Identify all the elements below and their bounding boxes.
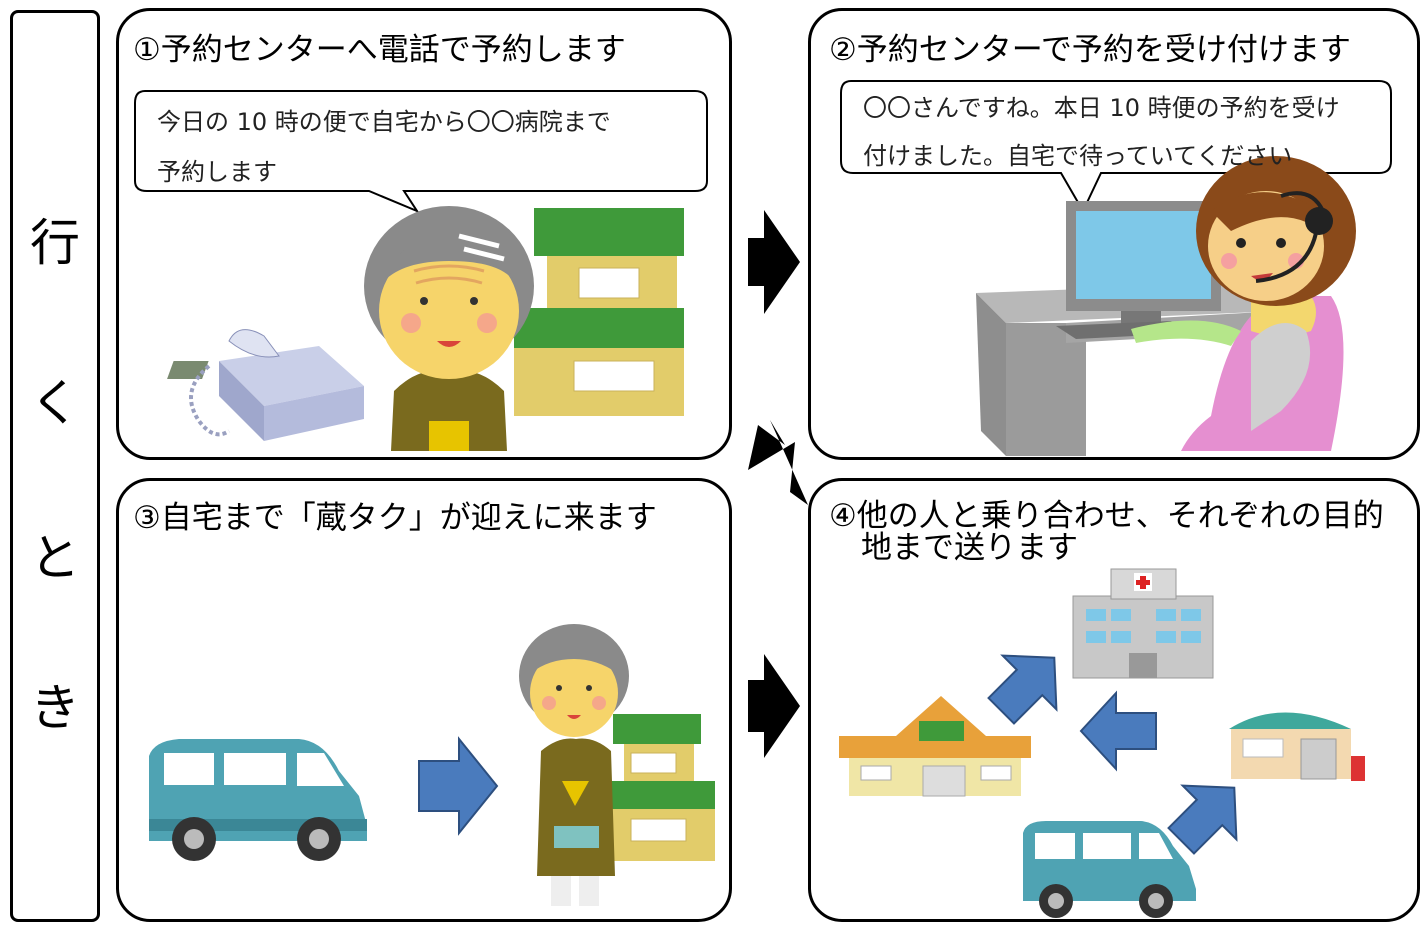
house-icon [597,714,715,861]
arrow-3-to-4-icon [748,654,800,758]
arrow-to-hospital-icon [987,654,1058,725]
computer-icon [1056,201,1221,339]
side-char-1: 行 [30,214,80,272]
panel-1-title: ①予約センターへ電話で予約します [133,32,626,68]
speech-bubble [134,90,708,214]
house-icon [514,208,684,416]
panel-2-illustration [840,80,1392,456]
side-char-4: き [30,679,80,737]
arrow-2-to-3-icon [748,420,808,505]
elderly-woman-icon [519,624,629,906]
panel-step-1: ①予約センターへ電話で予約します [116,8,732,460]
speech-line-2: 予約します [157,158,277,186]
hospital-icon [1072,568,1214,679]
arrow-right-icon [418,736,499,836]
van-icon [1023,821,1196,918]
panel-4-illustration [839,568,1365,918]
telephone-icon [167,329,364,441]
panel-step-4: ④他の人と乗り合わせ、それぞれの目的 地まで送ります [808,478,1420,922]
station-icon [839,696,1031,797]
panel-3-title: ③自宅まで「蔵タク」が迎えに来ます [133,500,657,536]
speech-bubble [840,80,1392,214]
arrow-to-post-office-icon [1167,784,1238,855]
arrow-1-to-2-icon [748,210,800,314]
panel-step-2: ②予約センターで予約を受け付けます [808,8,1420,460]
side-char-3: と [30,529,80,587]
panel-2-title: ②予約センターで予約を受け付けます [829,32,1351,68]
speech-line-1: 今日の 10 時の便で自宅から〇〇病院まで [157,108,611,136]
panel-1-illustration [134,90,708,451]
panel-3-illustration [149,624,715,906]
elderly-woman-icon [364,206,534,451]
side-char-2: く [30,374,80,432]
speech-line-2: 付けました。自宅で待っていてください [863,142,1293,170]
arrow-left-icon [1079,690,1157,772]
side-label-box: 行 く と き [10,10,100,922]
panel-step-3: ③自宅まで「蔵タク」が迎えに来ます [116,478,732,922]
van-icon [149,739,367,861]
panel-4-title-line-1: ④他の人と乗り合わせ、それぞれの目的 [829,498,1384,534]
speech-line-1: 〇〇さんですね。本日 10 時便の予約を受け [863,94,1340,122]
post-office-icon [1229,712,1365,781]
panel-4-title-line-2: 地まで送ります [861,530,1078,566]
chair-icon [1251,323,1311,431]
